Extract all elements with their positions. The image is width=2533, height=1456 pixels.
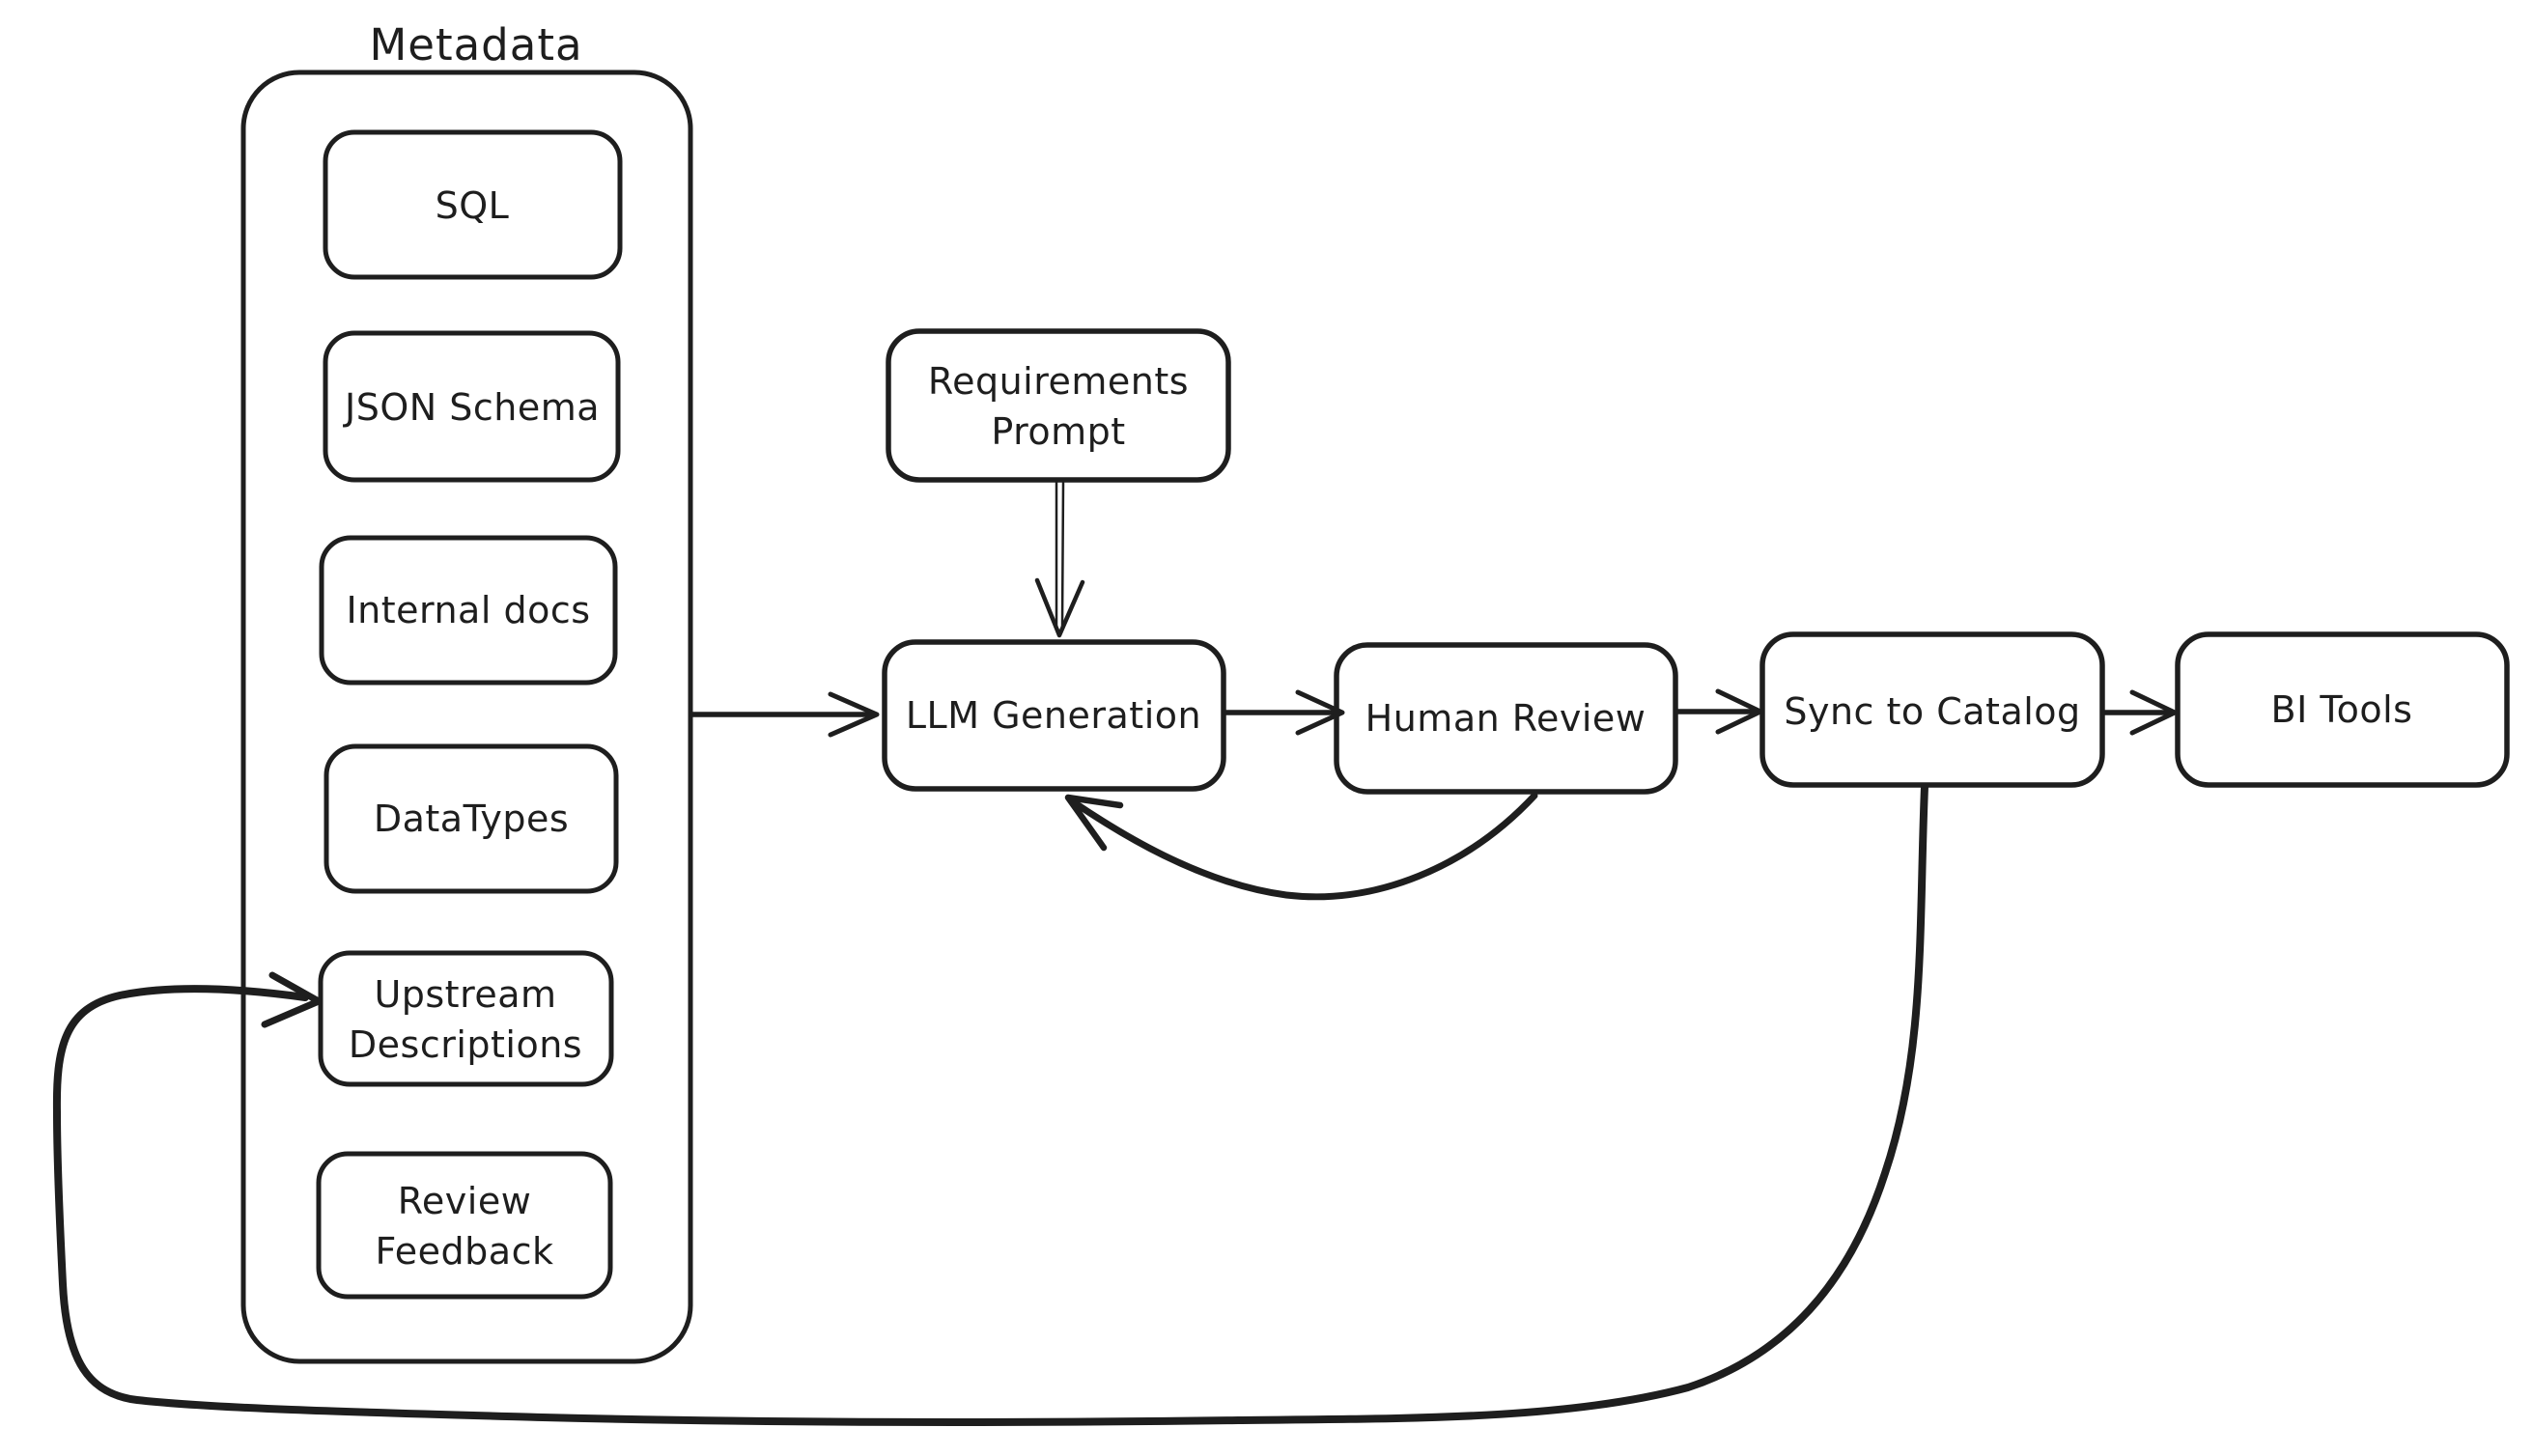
node-human-review-box — [1334, 642, 1678, 795]
node-requirements-prompt-box — [886, 328, 1231, 483]
node-bi-tools-label: BI Tools — [2271, 688, 2413, 731]
diagram-labels: Metadata SQL JSON Schema Internal docs D… — [343, 19, 2413, 1273]
node-internal-docs-box — [319, 535, 618, 686]
node-requirements-prompt-label-line1: Requirements — [928, 360, 1189, 403]
node-llm-generation-label: LLM Generation — [906, 694, 1201, 737]
edge-arrowhead — [828, 691, 880, 738]
edge-arrowhead — [1064, 794, 1124, 852]
node-internal-docs-label: Internal docs — [346, 589, 590, 631]
edge-human-to-llm-feedback — [1064, 792, 1538, 901]
node-datatypes-box — [324, 743, 619, 894]
node-upstream-descriptions-label-line2: Descriptions — [349, 1023, 582, 1066]
edge-sync-to-bi — [2100, 689, 2178, 736]
node-upstream-descriptions-box — [318, 950, 614, 1087]
edge-metadata-to-llm — [689, 691, 880, 738]
loop-wire — [52, 783, 1928, 1426]
node-upstream-descriptions-label-line1: Upstream — [374, 973, 556, 1016]
node-sync-to-catalog-box — [1759, 631, 2105, 788]
metadata-container-title: Metadata — [369, 19, 582, 70]
node-requirements-prompt-label-line2: Prompt — [991, 410, 1125, 453]
node-json-schema-box — [323, 330, 621, 483]
node-datatypes-label: DataTypes — [374, 798, 569, 840]
node-sql-label: SQL — [436, 184, 510, 227]
edge-human-to-sync — [1675, 688, 1763, 735]
edge-requirements-to-llm — [1034, 481, 1085, 638]
edge-arrowhead — [1034, 577, 1085, 638]
edge-llm-to-human — [1223, 689, 1345, 736]
edge-wire — [1070, 792, 1538, 901]
node-review-feedback-label-line2: Feedback — [376, 1230, 554, 1273]
node-review-feedback-label-line1: Review — [398, 1180, 532, 1222]
node-json-schema-label: JSON Schema — [343, 386, 600, 429]
edge-arrowhead — [2129, 689, 2178, 736]
edge-arrowhead — [1715, 688, 1763, 735]
node-sync-to-catalog-label: Sync to Catalog — [1784, 690, 2080, 733]
edge-wire — [1060, 481, 1065, 630]
diagram-shapes — [52, 70, 2510, 1426]
node-review-feedback-box — [316, 1151, 613, 1300]
node-sql-box — [323, 129, 623, 280]
node-bi-tools-box — [2175, 631, 2510, 788]
node-human-review-label: Human Review — [1365, 697, 1646, 740]
edge-arrowhead — [1295, 689, 1345, 736]
node-llm-generation-box — [882, 639, 1226, 792]
